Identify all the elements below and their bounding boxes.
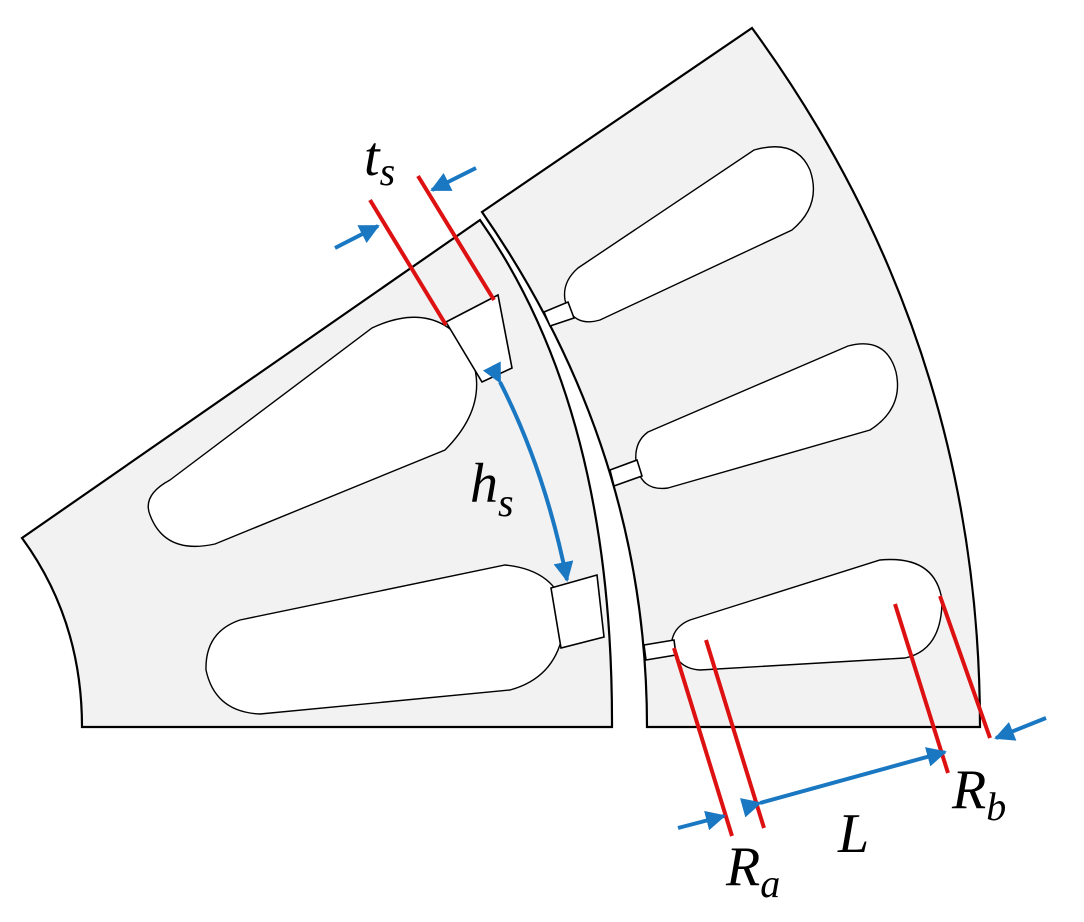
hs-label: hs xyxy=(470,453,514,525)
ts-arrow-right xyxy=(430,166,477,192)
rb-red-line-right xyxy=(938,595,992,739)
ts-label: ts xyxy=(364,126,395,194)
outer-slot-top-bridge xyxy=(542,300,576,327)
ra-arrow xyxy=(677,810,726,831)
l-label: L xyxy=(837,803,869,865)
dimension-labels: ts hs L Ra Rb xyxy=(364,126,1006,906)
outer-slot-middle-bridge xyxy=(609,458,643,488)
outer-slots xyxy=(542,146,943,671)
rb-label: Rb xyxy=(951,759,1006,829)
rb-red-line-left xyxy=(893,603,950,774)
ts-red-line-left xyxy=(368,198,448,327)
ra-label: Ra xyxy=(725,836,780,906)
hs-arc-arrow xyxy=(482,361,574,582)
blue-dimension-arrows xyxy=(334,166,1047,831)
inner-slot-lower-bridge xyxy=(550,573,605,649)
ra-red-line-left xyxy=(672,647,734,837)
inner-slot-lower xyxy=(205,564,566,715)
ts-red-line-right xyxy=(416,174,496,302)
outer-slot-top xyxy=(563,146,815,323)
red-reference-lines xyxy=(368,174,992,837)
inner-slots xyxy=(147,293,605,715)
inner-slot-upper xyxy=(147,316,478,548)
outer-lamination xyxy=(480,26,982,729)
outer-slot-middle xyxy=(635,343,899,490)
ts-arrow-left xyxy=(334,224,380,250)
rb-arrow xyxy=(994,716,1047,741)
l-dimension-arrow xyxy=(739,747,947,818)
